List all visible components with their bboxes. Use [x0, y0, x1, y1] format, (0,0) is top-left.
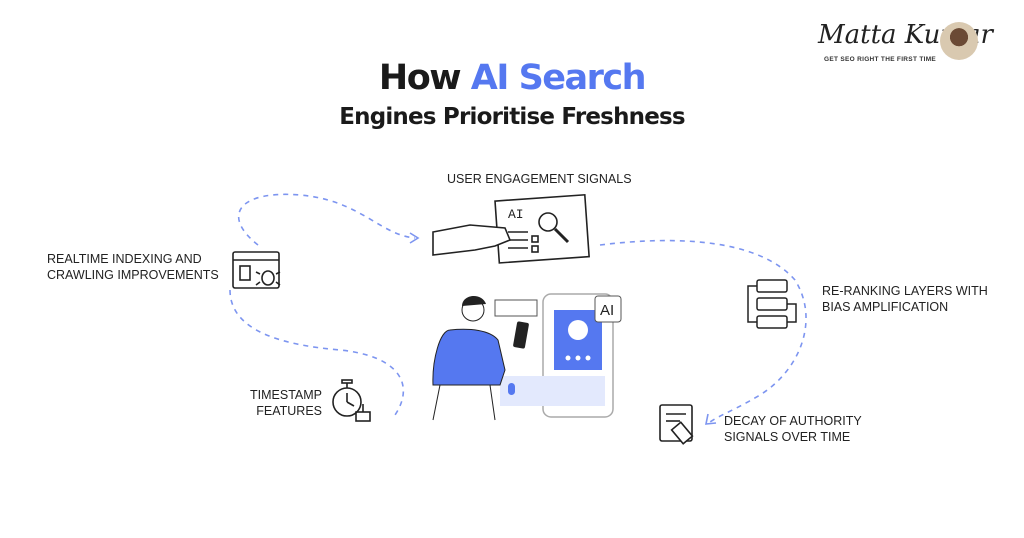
label-user-engagement: USER ENGAGEMENT SIGNALS — [447, 172, 632, 186]
arrow-head-icon — [409, 232, 420, 244]
label-line: BIAS AMPLIFICATION — [822, 300, 949, 314]
doc-ai-text: AI — [508, 207, 524, 222]
avatar — [940, 22, 978, 60]
label-line: CRAWLING IMPROVEMENTS — [47, 268, 219, 282]
title-prefix: How — [378, 58, 471, 98]
ranking-layers-icon — [747, 279, 797, 329]
label-realtime-indexing: REALTIME INDEXING AND CRAWLING IMPROVEMEN… — [47, 251, 219, 283]
label-decay: DECAY OF AUTHORITY SIGNALS OVER TIME — [724, 413, 862, 445]
label-timestamp: TIMESTAMP FEATURES — [230, 387, 322, 419]
label-line: TIMESTAMP — [250, 388, 322, 402]
dashed-path — [229, 193, 807, 423]
page-title: How AI Search — [0, 58, 1024, 98]
label-line: DECAY OF AUTHORITY — [724, 414, 862, 428]
label-line: RE-RANKING LAYERS WITH — [822, 284, 988, 298]
hand-document-icon: AI — [432, 193, 590, 264]
brand-tagline: GET SEO RIGHT THE FIRST TIME — [824, 56, 937, 63]
label-line: SIGNALS OVER TIME — [724, 430, 851, 444]
label-line: FEATURES — [256, 404, 322, 418]
arrow-head-icon — [705, 413, 717, 425]
label-line: REALTIME INDEXING AND — [47, 252, 202, 266]
label-reranking: RE-RANKING LAYERS WITH BIAS AMPLIFICATION — [822, 283, 988, 315]
document-stamp-icon — [659, 404, 694, 445]
person-phone-illustration: AI — [432, 293, 622, 421]
stopwatch-stamp-icon — [332, 379, 371, 422]
title-highlight: AI Search — [470, 58, 647, 98]
page-subtitle: Engines Prioritise Freshness — [339, 104, 685, 130]
phone-ai-text: AI — [600, 302, 614, 319]
browser-bug-icon — [232, 251, 281, 289]
